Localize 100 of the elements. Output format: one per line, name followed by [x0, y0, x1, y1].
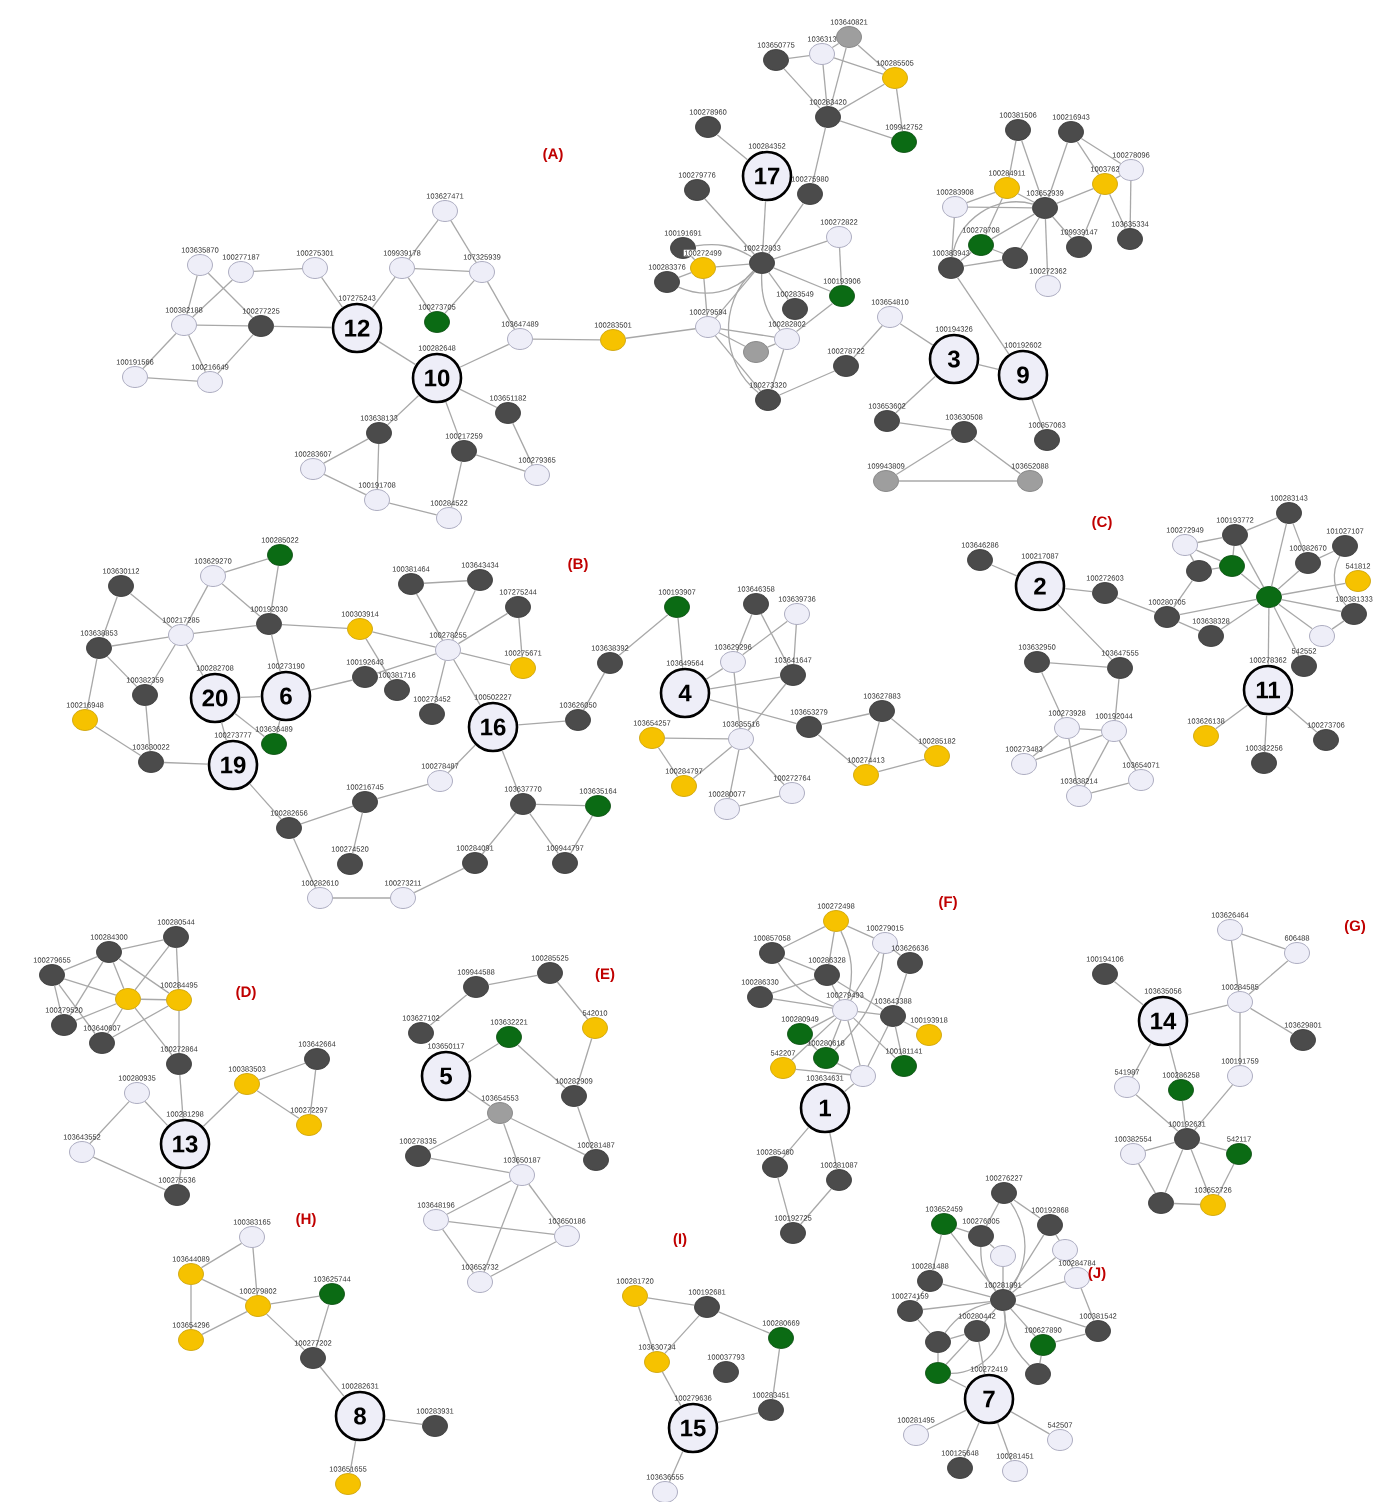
- network-node: [398, 573, 424, 595]
- edge-line: [830, 47, 847, 108]
- edge-line: [448, 1220, 555, 1236]
- network-node: [1226, 1143, 1252, 1165]
- edge-line: [414, 268, 470, 272]
- edge-line: [118, 958, 170, 994]
- network-node: [537, 962, 563, 984]
- edge-line: [1230, 940, 1240, 992]
- edge-line: [903, 1021, 919, 1030]
- cluster-label: (F): [939, 896, 957, 910]
- edge-line: [112, 961, 125, 990]
- network-node: [505, 596, 531, 618]
- edge-line: [868, 721, 880, 765]
- network-node: [1332, 535, 1358, 557]
- edge-line: [727, 270, 760, 394]
- network-node: [352, 666, 378, 688]
- edge-line: [990, 564, 1018, 577]
- edge-line: [618, 614, 669, 656]
- network-node: [759, 942, 785, 964]
- edge-line: [202, 1091, 240, 1128]
- network-node: [967, 549, 993, 571]
- edge-line: [836, 980, 884, 1011]
- edge-line: [781, 1126, 810, 1159]
- numbered-node: 2: [1014, 560, 1066, 612]
- edge-line: [481, 812, 517, 855]
- network-node: [197, 371, 223, 393]
- network-node: [239, 1226, 265, 1248]
- network-node: [968, 1225, 994, 1247]
- edge-line: [1318, 550, 1335, 559]
- network-node: [1011, 753, 1037, 775]
- edge-line: [408, 219, 439, 260]
- edge-line: [142, 332, 177, 370]
- edge-line: [178, 1010, 180, 1054]
- edge-line: [1055, 1234, 1060, 1241]
- edge-line: [445, 401, 461, 442]
- numbered-node: 11: [1242, 664, 1294, 716]
- edge-line: [1090, 782, 1130, 794]
- network-node: [815, 106, 841, 128]
- network-node: [925, 1331, 951, 1353]
- edge-line: [466, 1042, 500, 1064]
- network-node: [774, 328, 800, 350]
- numbered-node: 19: [207, 739, 259, 791]
- cluster-label: (B): [568, 558, 588, 572]
- edge-line: [657, 746, 679, 778]
- network-node: [72, 709, 98, 731]
- edge-line: [773, 240, 828, 260]
- network-node: [69, 1141, 95, 1163]
- edge-line: [857, 1010, 881, 1016]
- edge-line: [201, 1311, 248, 1336]
- edge-line: [695, 243, 753, 258]
- edge-line: [371, 631, 437, 648]
- edge-line: [102, 595, 118, 639]
- edge-line: [63, 978, 117, 996]
- network-node: [408, 1022, 434, 1044]
- cluster-label: (A): [543, 148, 563, 162]
- network-node: [671, 775, 697, 797]
- network-node: [1066, 785, 1092, 807]
- edge-line: [413, 867, 465, 894]
- edge-line: [1292, 522, 1305, 554]
- edge-line: [768, 271, 789, 301]
- edge-line: [820, 713, 871, 725]
- network-node: [510, 793, 536, 815]
- edge-line: [487, 974, 539, 986]
- edge-line: [224, 558, 269, 573]
- edge-line: [963, 259, 1003, 267]
- edge-line: [446, 1180, 512, 1215]
- edge-line: [877, 758, 926, 773]
- edge-line: [895, 972, 908, 1007]
- network-node: [451, 440, 477, 462]
- network-node: [684, 179, 710, 201]
- edge-line: [772, 998, 833, 1009]
- network-node: [245, 1295, 271, 1317]
- numbered-node: 13: [159, 1118, 211, 1170]
- edge-line: [376, 443, 380, 490]
- edge-line: [388, 502, 438, 516]
- edge-line: [1131, 1042, 1152, 1078]
- edge-line: [320, 276, 344, 308]
- edge-line: [1278, 603, 1313, 630]
- network-node: [743, 341, 769, 363]
- edge-line: [193, 624, 257, 635]
- edge-line: [475, 454, 526, 472]
- edge-line: [1281, 582, 1347, 596]
- network-node: [639, 727, 665, 749]
- network-node: [897, 1300, 923, 1322]
- edge-line: [89, 1100, 130, 1145]
- edge-line: [309, 679, 354, 691]
- network-node: [813, 1047, 839, 1069]
- edge-line: [466, 1089, 491, 1107]
- cluster-label: (H): [296, 1213, 316, 1227]
- edge-line: [63, 956, 98, 971]
- edge-line: [281, 624, 348, 629]
- edge-line: [1137, 1163, 1157, 1194]
- edge-line: [941, 1283, 992, 1298]
- network-node: [39, 964, 65, 986]
- network-node: [302, 257, 328, 279]
- edge-line: [452, 589, 476, 641]
- edge-line: [800, 1188, 833, 1225]
- edge-line: [973, 438, 1021, 475]
- network-node: [164, 1184, 190, 1206]
- edge-line: [532, 338, 601, 341]
